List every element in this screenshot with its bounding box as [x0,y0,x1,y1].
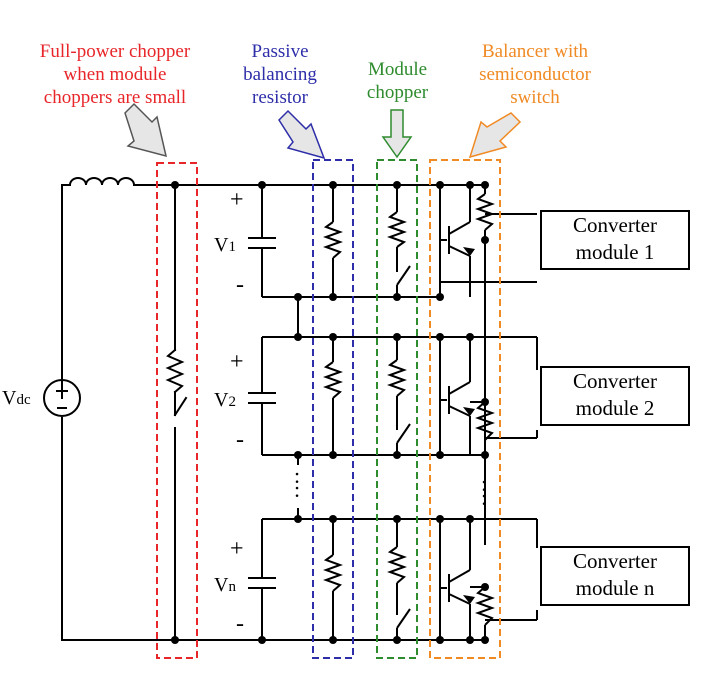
chopper-switch [173,396,188,417]
chopper-resistor [165,348,185,394]
annotation-passive-resistor: Passive balancing resistor [225,40,335,109]
dc-source-signs [56,385,68,409]
cap2-label: V2 [214,390,236,410]
annotation-line: switch [510,87,560,108]
cap1-minus: - [236,272,244,298]
annotation-line: Passive [251,41,309,62]
ellipsis-right-2: : [481,485,488,510]
source-label: Vdc [2,388,31,408]
wire-left-top [61,184,71,399]
arrow-passive-resistor [278,109,326,160]
arrow-balancer [468,112,522,159]
converter-module-n: Converter module n [540,546,690,606]
module-label-line: Converter [573,213,657,237]
module-2-circuit [248,297,538,456]
cap2-plus: + [230,349,244,375]
balancer-box [429,159,501,659]
arrow-full-power-chopper [124,102,168,158]
passive-resistor-box [312,159,354,659]
source-label-sub: dc [16,392,31,408]
module-label-line: Converter [573,369,657,393]
ellipsis-left-2: : [294,477,301,502]
module-1-circuit [248,185,537,545]
cap1-label: V1 [214,235,236,255]
cap1-label-main: V [214,234,229,256]
cap1-label-sub: 1 [228,239,236,255]
converter-module-2: Converter module 2 [540,366,690,426]
annotation-line: Balancer with [481,41,589,62]
ellipsis-right: : [481,471,488,496]
cap2-minus: - [236,427,244,453]
annotation-line: choppers are small [43,87,187,108]
module-n-circuit [248,455,538,640]
arrow-module-chopper [381,109,413,159]
module-label-line: module 1 [575,240,655,264]
module-label-line: module 2 [575,396,655,420]
capn-label-sub: n [228,579,236,595]
annotation-line: Full-power chopper [39,41,191,62]
module-chopper-box [376,159,418,659]
capn-label-main: V [214,574,229,596]
annotation-line: when module [63,64,167,85]
full-power-chopper-box [156,162,198,659]
annotation-line: semiconductor [479,64,591,85]
annotation-line: resistor [252,87,308,108]
dc-source-circle [43,379,81,417]
cap2-label-sub: 2 [228,394,236,410]
ellipsis-left: : [294,463,301,488]
annotation-line: Module [367,59,428,80]
annotation-line: balancing [243,64,317,85]
annotation-module-chopper: Module chopper [350,58,445,104]
inductor [68,177,136,187]
cap1-plus: + [230,187,244,213]
capn-label: Vn [214,575,236,595]
annotation-line: chopper [366,82,429,103]
junction-dots [171,181,489,644]
module-label-line: module n [575,576,655,600]
annotation-balancer: Balancer with semiconductor switch [455,40,615,109]
module-label-line: Converter [573,549,657,573]
converter-module-1: Converter module 1 [540,210,690,270]
cap2-label-main: V [214,389,229,411]
capn-minus: - [236,611,244,637]
capn-plus: + [230,536,244,562]
source-label-main: V [2,387,17,409]
annotation-full-power-chopper: Full-power chopper when module choppers … [10,40,220,109]
